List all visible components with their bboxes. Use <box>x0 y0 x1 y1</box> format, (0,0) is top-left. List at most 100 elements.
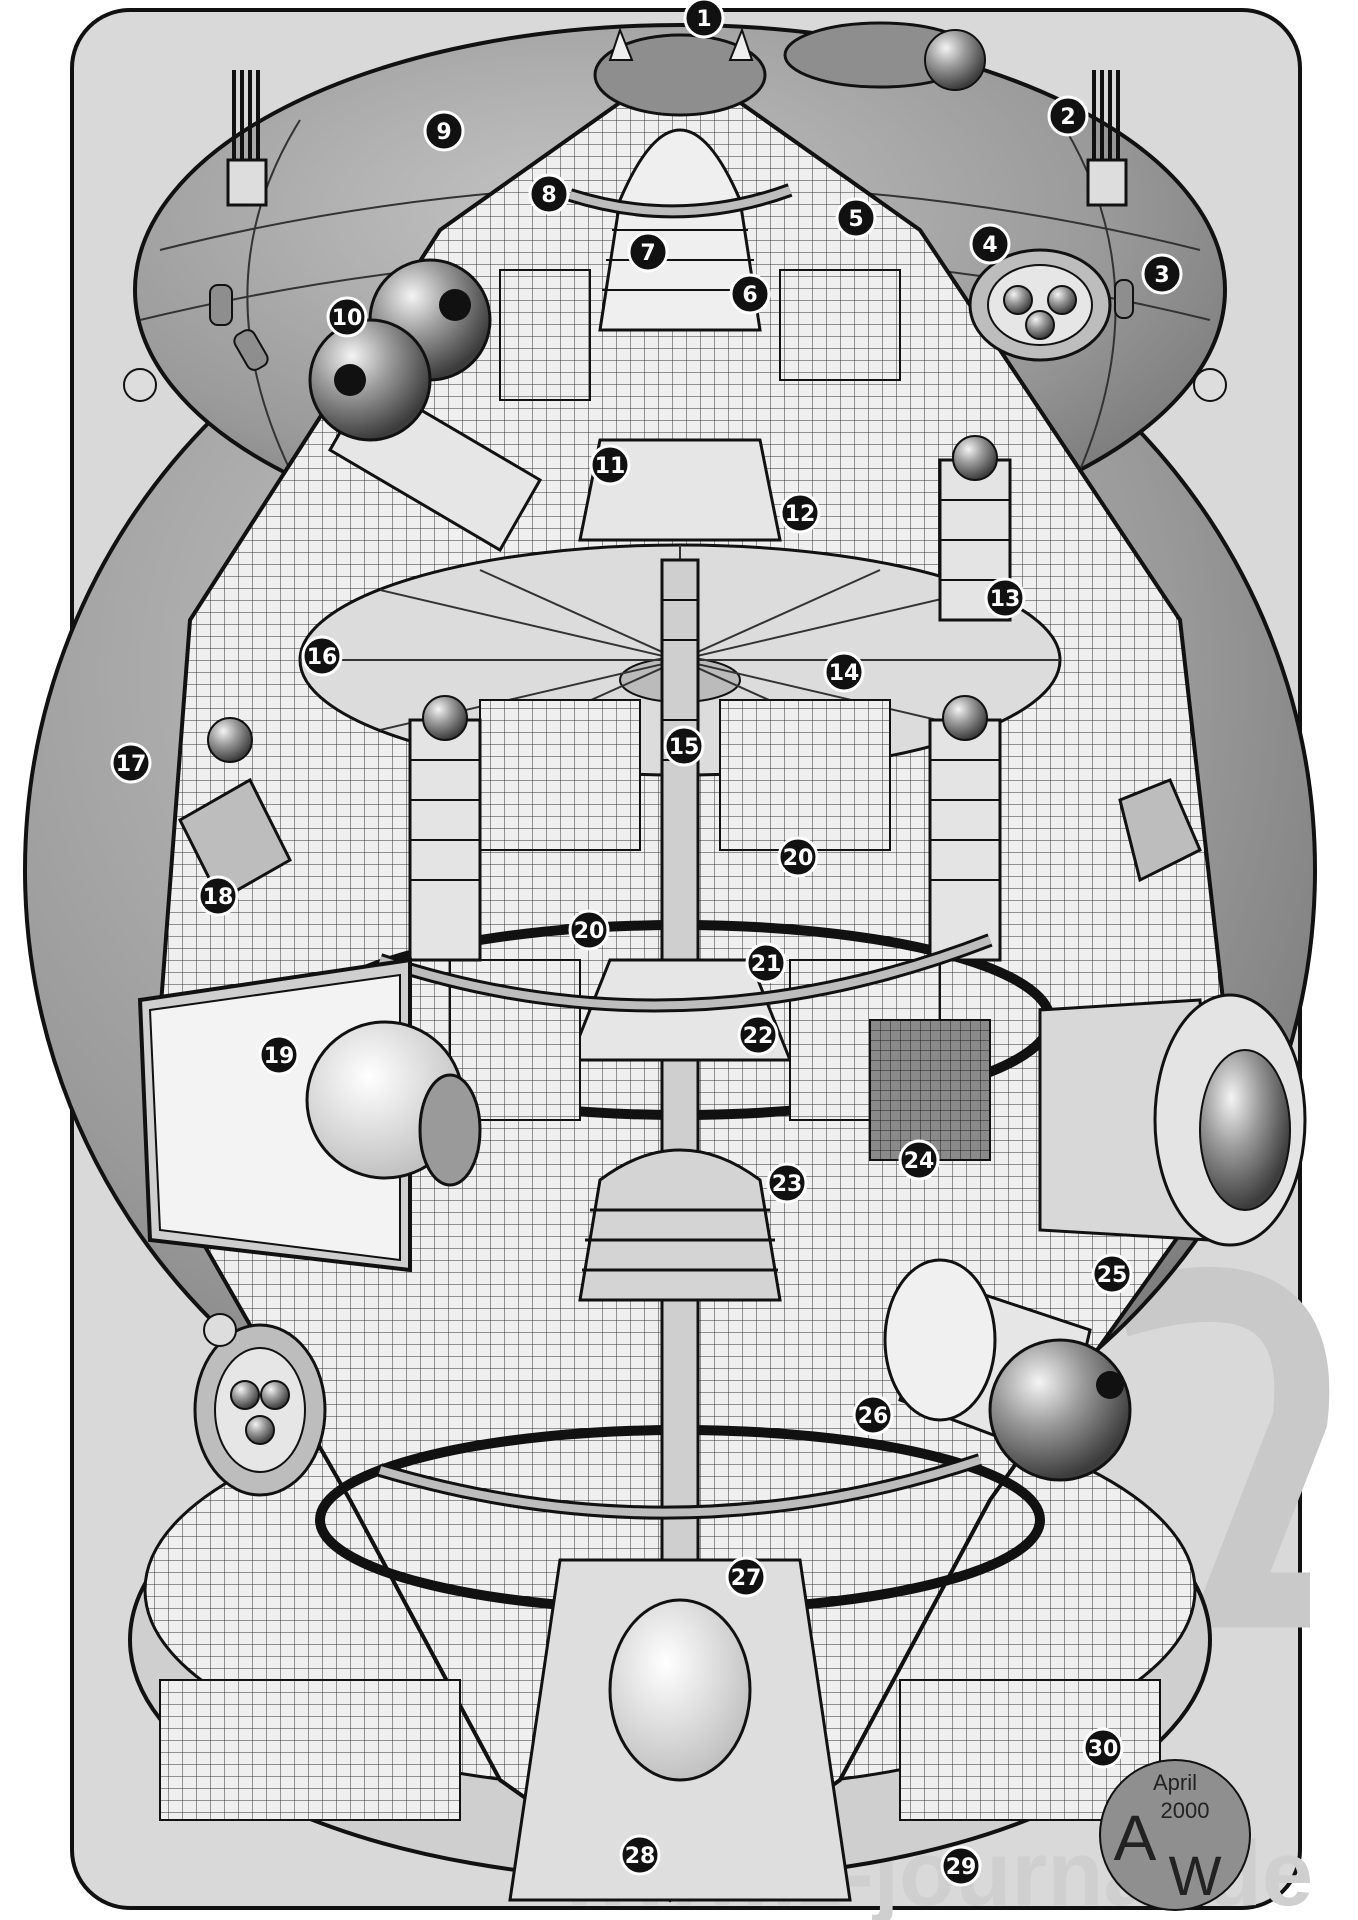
top-sensor-dome <box>593 21 986 117</box>
callout-badge <box>984 577 1026 619</box>
callout-number: 25 <box>1097 1263 1128 1288</box>
callout-badge <box>1082 1727 1124 1769</box>
callout-number: 26 <box>858 1404 889 1429</box>
callout-5[interactable]: 5 <box>835 197 877 239</box>
callout-badge <box>725 1556 767 1598</box>
callout-number: 10 <box>332 306 363 331</box>
triple-port-pod-right <box>968 248 1112 362</box>
callout-12[interactable]: 12 <box>779 492 821 534</box>
callout-number: 22 <box>743 1024 774 1049</box>
callout-number: 9 <box>436 120 451 145</box>
callout-29[interactable]: 29 <box>940 1845 982 1887</box>
callout-badge <box>528 173 570 215</box>
signature-month: April <box>1153 1770 1197 1795</box>
callout-2[interactable]: 2 <box>1047 95 1089 137</box>
callout-badge <box>729 273 771 315</box>
callout-number: 12 <box>785 502 816 527</box>
callout-20[interactable]: 20 <box>777 836 819 878</box>
callout-20[interactable]: 20 <box>568 909 610 951</box>
callout-4[interactable]: 4 <box>969 223 1011 265</box>
callout-badge <box>619 1834 661 1876</box>
callout-layer: 1234567891011121314151617181920202122232… <box>110 0 1183 1887</box>
callout-6[interactable]: 6 <box>729 273 771 315</box>
callout-badge <box>898 1139 940 1181</box>
callout-number: 15 <box>669 735 700 760</box>
callout-number: 11 <box>595 454 626 479</box>
callout-badge <box>568 909 610 951</box>
callout-badge <box>423 110 465 152</box>
callout-badge <box>1141 253 1183 295</box>
callout-21[interactable]: 21 <box>745 942 787 984</box>
left-arm-structure <box>178 717 1202 903</box>
upper-left-turret <box>308 258 543 553</box>
callout-number: 27 <box>731 1566 762 1591</box>
callout-number: 23 <box>772 1172 803 1197</box>
callout-badge <box>663 725 705 767</box>
callout-18[interactable]: 18 <box>197 875 239 917</box>
signature-year: 2000 <box>1161 1798 1210 1823</box>
callout-17[interactable]: 17 <box>110 742 152 784</box>
callout-badge <box>745 942 787 984</box>
callout-number: 14 <box>829 661 860 686</box>
callout-19[interactable]: 19 <box>258 1034 300 1076</box>
callout-badge <box>589 444 631 486</box>
callout-badge <box>110 742 152 784</box>
callout-30[interactable]: 30 <box>1082 1727 1124 1769</box>
callout-badge <box>258 1034 300 1076</box>
callout-28[interactable]: 28 <box>619 1834 661 1876</box>
callout-badge <box>737 1014 779 1056</box>
callout-number: 19 <box>264 1044 295 1069</box>
callout-badge <box>1047 95 1089 137</box>
callout-13[interactable]: 13 <box>984 577 1026 619</box>
callout-number: 3 <box>1154 263 1169 288</box>
callout-25[interactable]: 25 <box>1091 1253 1133 1295</box>
callout-badge <box>835 197 877 239</box>
callout-16[interactable]: 16 <box>301 635 343 677</box>
callout-15[interactable]: 15 <box>663 725 705 767</box>
callout-number: 2 <box>1060 105 1075 130</box>
callout-number: 20 <box>574 919 605 944</box>
callout-badge <box>683 0 725 39</box>
right-eye-pod <box>1038 993 1307 1247</box>
callout-26[interactable]: 26 <box>852 1394 894 1436</box>
callout-9[interactable]: 9 <box>423 110 465 152</box>
callout-7[interactable]: 7 <box>627 231 669 273</box>
callout-number: 13 <box>990 587 1021 612</box>
callout-10[interactable]: 10 <box>326 296 368 338</box>
callout-number: 6 <box>742 283 757 308</box>
callout-24[interactable]: 24 <box>898 1139 940 1181</box>
signature-initial-a: A <box>1114 1802 1157 1874</box>
callout-8[interactable]: 8 <box>528 173 570 215</box>
callout-number: 18 <box>203 885 234 910</box>
antenna-array <box>226 70 1128 207</box>
callout-badge <box>777 836 819 878</box>
callout-badge <box>940 1845 982 1887</box>
triple-port-pod-left <box>193 1323 327 1497</box>
callout-badge <box>852 1394 894 1436</box>
callout-number: 5 <box>848 207 863 232</box>
callout-23[interactable]: 23 <box>766 1162 808 1204</box>
callout-3[interactable]: 3 <box>1141 253 1183 295</box>
callout-number: 21 <box>751 952 782 977</box>
callout-number: 1 <box>696 7 711 32</box>
callout-14[interactable]: 14 <box>823 651 865 693</box>
artist-signature: April 2000 A W <box>1099 1759 1251 1911</box>
callout-number: 20 <box>783 846 814 871</box>
callout-badge <box>627 231 669 273</box>
callout-number: 28 <box>625 1844 656 1869</box>
callout-badge <box>766 1162 808 1204</box>
callout-11[interactable]: 11 <box>589 444 631 486</box>
callout-badge <box>969 223 1011 265</box>
callout-number: 29 <box>946 1855 977 1880</box>
callout-badge <box>326 296 368 338</box>
lower-right-cannon <box>883 1258 1132 1482</box>
callout-number: 16 <box>307 645 338 670</box>
signature-initial-w: W <box>1169 1844 1222 1907</box>
callout-badge <box>301 635 343 677</box>
callout-1[interactable]: 1 <box>683 0 725 39</box>
callout-22[interactable]: 22 <box>737 1014 779 1056</box>
callout-badge <box>823 651 865 693</box>
callout-number: 30 <box>1088 1737 1119 1762</box>
callout-27[interactable]: 27 <box>725 1556 767 1598</box>
